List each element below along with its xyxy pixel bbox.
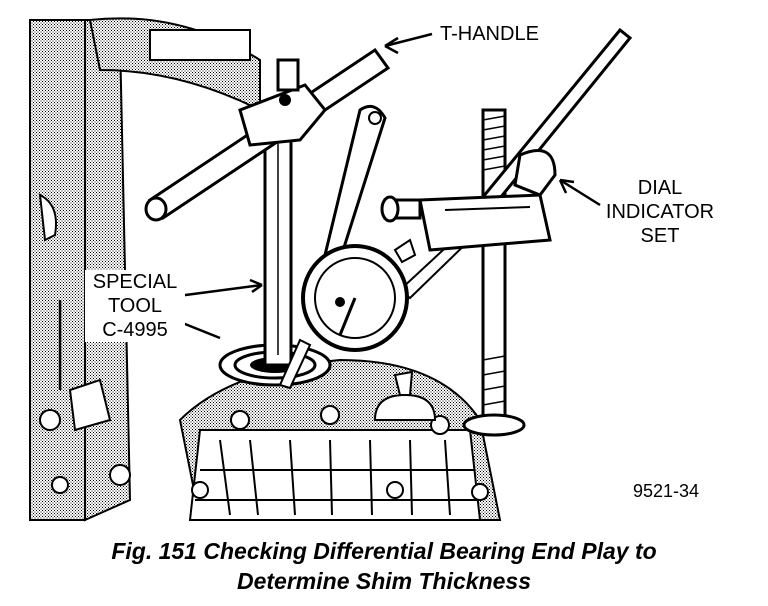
t-handle-label: T-HANDLE <box>440 22 539 46</box>
special-tool-shaft <box>263 128 293 367</box>
indicator-clamp <box>380 149 557 252</box>
dial-label-line3: SET <box>640 225 680 247</box>
tool-label-line2: TOOL <box>107 295 163 317</box>
dial-label-line1: DIAL <box>637 177 683 199</box>
caption-line1: Fig. 151 Checking Differential Bearing E… <box>111 538 657 564</box>
figure-number: 9521-34 <box>633 481 700 501</box>
dial-indicator-label: DIAL INDICATOR SET <box>595 176 725 248</box>
special-tool-label: SPECIAL TOOL C-4995 <box>85 270 185 342</box>
dial-gauge <box>278 238 417 390</box>
caption-line2: Determine Shim Thickness <box>237 568 531 594</box>
differential-housing <box>178 358 502 521</box>
dial-label-line2: INDICATOR <box>605 201 715 223</box>
t-handle-text: T-HANDLE <box>440 23 539 45</box>
indicator-arm <box>323 104 387 262</box>
callout-lines <box>58 32 601 390</box>
t-handle <box>144 47 391 222</box>
housing-dome <box>373 370 437 421</box>
tool-label-line3: C-4995 <box>102 319 168 341</box>
transmission-case <box>29 17 261 522</box>
tool-label-line1: SPECIAL <box>92 271 178 293</box>
